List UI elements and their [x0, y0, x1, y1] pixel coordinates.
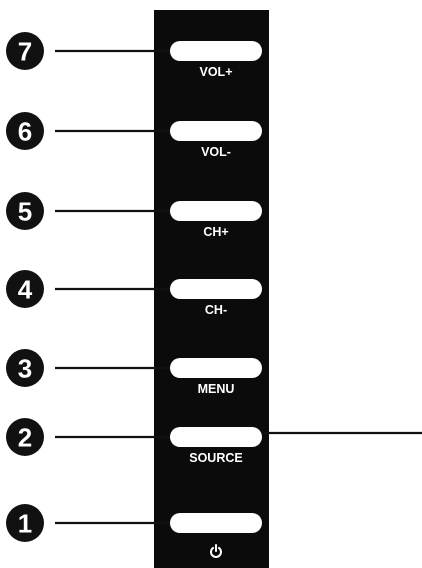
ch-minus-button[interactable] [170, 279, 262, 299]
number-label-1: 1 [18, 509, 32, 539]
number-badge-7 [6, 32, 44, 70]
number-badge-4 [6, 270, 44, 308]
vol-minus-button-label: VOL- [201, 145, 231, 159]
menu-button[interactable] [170, 358, 262, 378]
number-label-6: 6 [18, 117, 32, 147]
number-badge-6 [6, 112, 44, 150]
number-label-2: 2 [18, 423, 32, 453]
source-button[interactable] [170, 427, 262, 447]
power-icon [210, 544, 222, 558]
ch-plus-button-label: CH+ [203, 225, 228, 239]
source-button-label: SOURCE [189, 451, 242, 465]
number-label-5: 5 [18, 197, 32, 227]
number-badge-3 [6, 349, 44, 387]
vol-minus-button[interactable] [170, 121, 262, 141]
power-button[interactable] [170, 513, 262, 533]
vol-plus-button[interactable] [170, 41, 262, 61]
number-badge-5 [6, 192, 44, 230]
number-label-4: 4 [18, 275, 33, 305]
menu-button-label: MENU [198, 382, 235, 396]
number-label-7: 7 [18, 37, 32, 67]
number-badge-2 [6, 418, 44, 456]
number-label-3: 3 [18, 354, 32, 384]
ch-minus-button-label: CH- [205, 303, 227, 317]
vol-plus-button-label: VOL+ [200, 65, 233, 79]
number-badge-1 [6, 504, 44, 542]
ch-plus-button[interactable] [170, 201, 262, 221]
